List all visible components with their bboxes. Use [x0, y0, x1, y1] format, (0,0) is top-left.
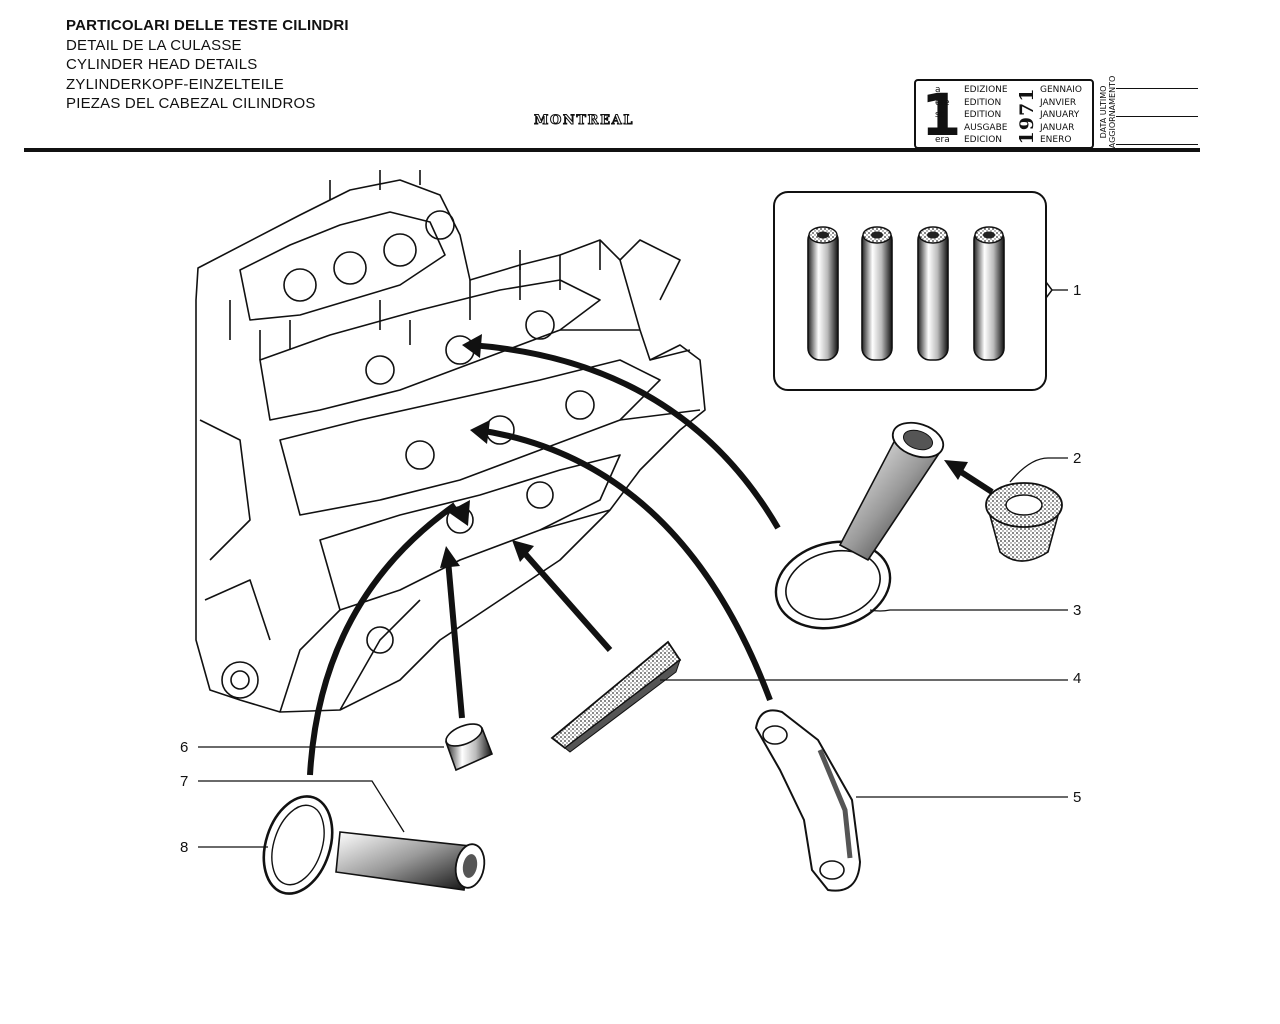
title-italian: PARTICOLARI DELLE TESTE CILINDRI — [66, 17, 349, 34]
valve-stem-seal — [985, 457, 1068, 562]
callout-6: 6 — [180, 739, 189, 756]
edition-labels: EDIZIONE EDITION EDITION AUSGABE EDICION — [964, 84, 1008, 147]
title-block: PARTICOLARI DELLE TESTE CILINDRI DETAIL … — [66, 16, 349, 114]
edition-label-de: AUSGABE — [964, 122, 1008, 133]
bush — [198, 723, 494, 772]
edition-box: 1 a ere st . era EDIZIONE EDITION EDITIO… — [914, 79, 1094, 149]
ordinal-es: era — [935, 135, 950, 145]
edition-label-es: EDICION — [964, 135, 1003, 145]
valve-guide-4 — [973, 226, 1005, 361]
valve-guide-2 — [861, 226, 893, 361]
ordinal-it: a — [935, 85, 941, 95]
arrow-heads — [440, 334, 968, 568]
engine-block — [195, 170, 706, 713]
callout-4: 4 — [1073, 670, 1082, 687]
month-de: JANUAR — [1040, 122, 1075, 133]
callout-2: 2 — [1073, 450, 1082, 467]
callout-3: 3 — [1073, 602, 1082, 619]
title-english: CYLINDER HEAD DETAILS — [66, 56, 258, 73]
edition-ordinals: a ere st . era — [935, 84, 950, 147]
edition-label-fr: EDITION — [964, 97, 1002, 108]
edition-label-it: EDIZIONE — [964, 85, 1008, 95]
month-es: ENERO — [1040, 135, 1072, 145]
month-it: GENNAIO — [1040, 85, 1083, 95]
callout-5: 5 — [1073, 789, 1082, 806]
month-en: JANUARY — [1040, 110, 1080, 120]
header-divider — [24, 148, 1200, 152]
guide-and-ring-lower — [198, 780, 486, 895]
title-spanish: PIEZAS DEL CABEZAL CILINDROS — [66, 95, 316, 112]
callout-7: 7 — [180, 773, 189, 790]
assembly-arrows — [307, 342, 994, 776]
update-line-2 — [1116, 116, 1198, 117]
lifting-bracket — [754, 709, 1068, 892]
valve-guide-1 — [807, 226, 839, 361]
ordinal-en: st — [935, 110, 944, 120]
edition-label-en: EDITION — [964, 110, 1002, 120]
title-french: DETAIL DE LA CULASSE — [66, 36, 242, 54]
valve-guide-3 — [917, 226, 949, 361]
guide-with-ring — [774, 421, 1068, 630]
valve-guide-set — [773, 191, 1068, 391]
update-line-3 — [1116, 144, 1198, 145]
gasket — [550, 640, 1068, 753]
ordinal-fr: ere — [935, 97, 950, 108]
month-fr: JANVIER — [1040, 97, 1077, 108]
callout-1: 1 — [1073, 282, 1082, 299]
update-line-1 — [1116, 88, 1198, 89]
title-german: ZYLINDERKOPF-EINZELTEILE — [66, 75, 284, 93]
callout-8: 8 — [180, 839, 189, 856]
edition-months: GENNAIO JANVIER JANUARY JANUAR ENERO — [1040, 84, 1082, 147]
ordinal-de: . — [935, 122, 938, 133]
brand-logo: MONTREAL — [533, 113, 635, 129]
edition-number: 1 — [921, 81, 962, 149]
